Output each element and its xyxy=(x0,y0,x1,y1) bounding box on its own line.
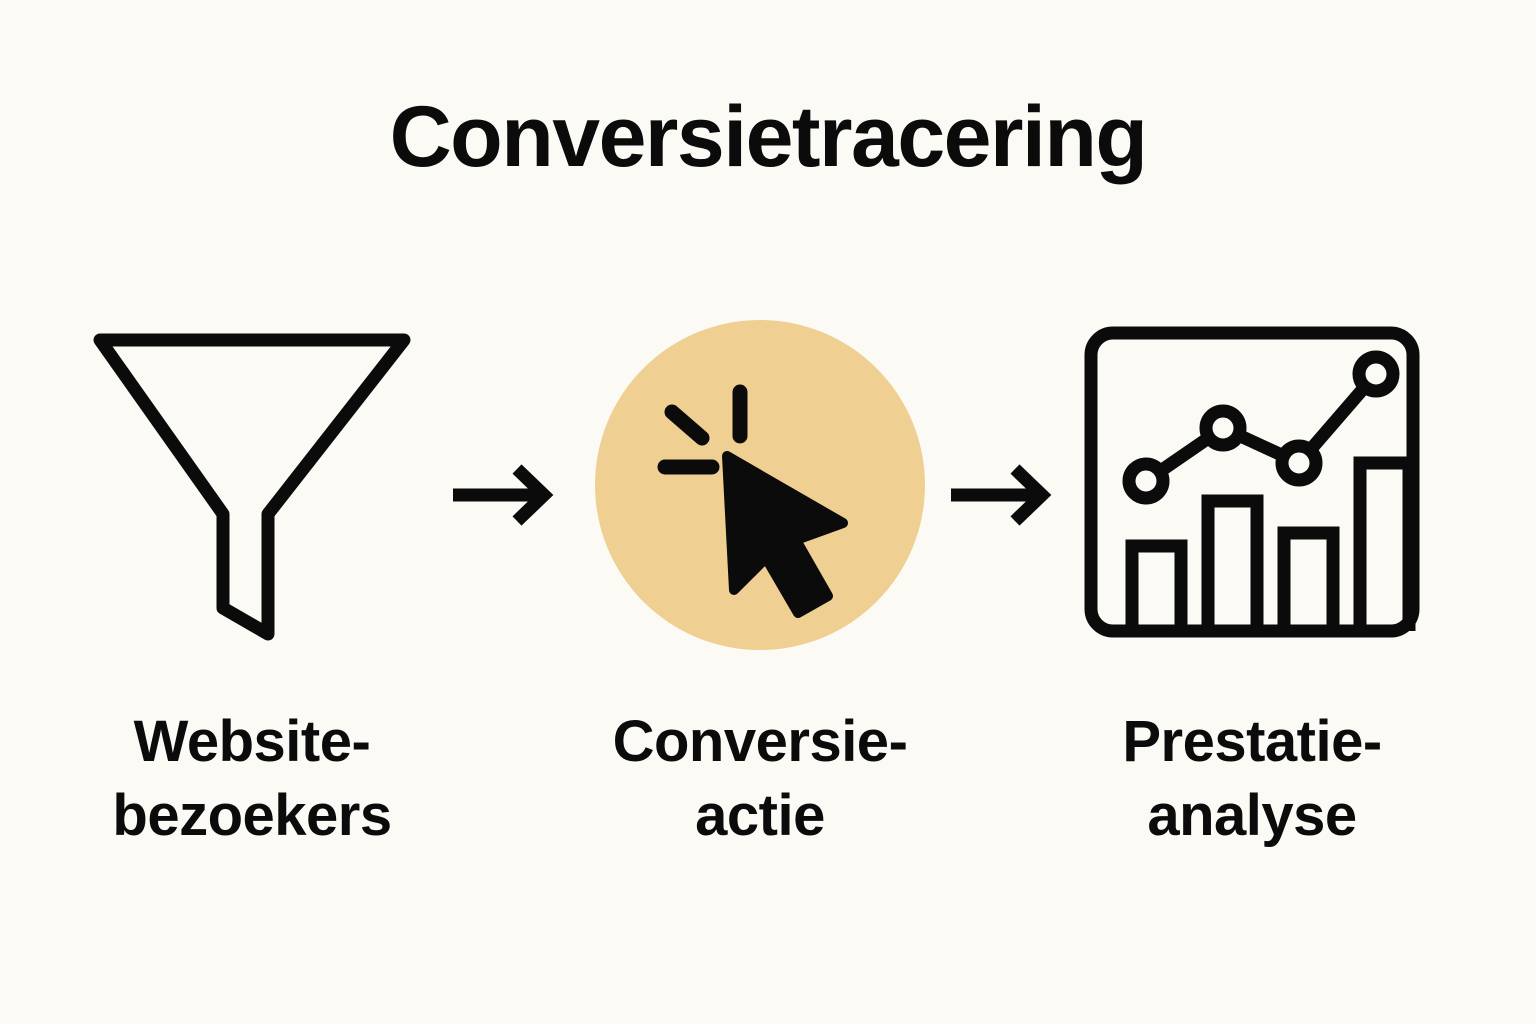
stage-label-line-2: analyse xyxy=(1147,783,1357,849)
stage-row: Website- bezoekers xyxy=(0,300,1536,900)
arrow-right-icon xyxy=(945,455,1065,535)
stage-label-line-2: bezoekers xyxy=(112,783,392,849)
funnel-icon xyxy=(52,300,452,670)
stage-label-line-1: Prestatie- xyxy=(1122,709,1382,774)
stage-label-line-1: Website- xyxy=(133,709,371,774)
chart-trend-line xyxy=(1139,367,1383,488)
stage-label-website-visitors: Website- bezoekers xyxy=(52,705,452,853)
stage-website-visitors[interactable]: Website- bezoekers xyxy=(52,300,452,900)
click-burst-lines xyxy=(657,384,748,475)
chart-markers xyxy=(1122,350,1400,505)
stage-label-line-2: actie xyxy=(695,783,825,849)
stage-conversion-action[interactable]: Conversie- actie xyxy=(560,300,960,900)
stage-label-performance-analysis: Prestatie- analyse xyxy=(1052,705,1452,853)
chart-bars xyxy=(1125,456,1416,631)
stage-label-line-1: Conversie- xyxy=(612,709,908,774)
bar-line-chart-icon xyxy=(1052,300,1452,670)
stage-performance-analysis[interactable]: Prestatie- analyse xyxy=(1052,300,1452,900)
click-cursor-icon xyxy=(560,300,960,670)
stage-label-conversion-action: Conversie- actie xyxy=(560,705,960,853)
page-title: Conversietracering xyxy=(389,89,1148,185)
cursor-arrow-shape xyxy=(722,451,848,618)
arrow-right-icon xyxy=(447,455,567,535)
